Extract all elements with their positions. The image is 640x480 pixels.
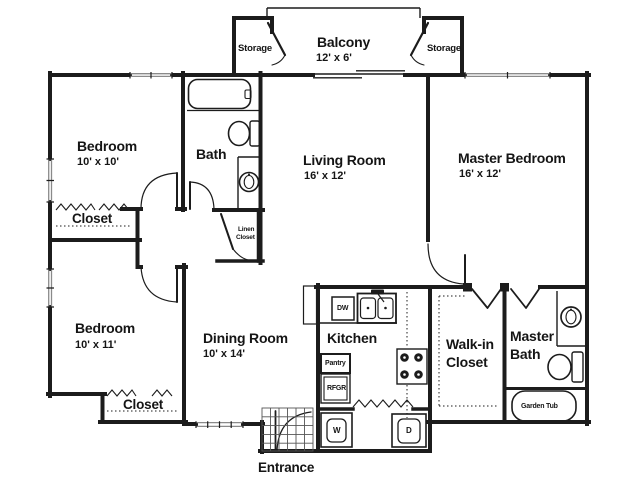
dishwasher-box [331,296,355,321]
bath-sink-icon [237,156,260,209]
walls [46,16,591,454]
storage-right-door [409,21,430,66]
bar-counter [302,285,318,325]
windows [46,72,551,428]
entrance-tile-floor [261,407,314,452]
balcony-dims: 12' x 6' [316,52,352,64]
master-bath-fixtures [511,291,587,422]
closet-rod-symbols [55,203,414,408]
dishwasher-label: DW [337,305,349,312]
dryer-label: D [406,426,412,435]
washer-box [320,412,353,448]
garden-tub-icon [511,390,577,422]
storage-left-label: Storage [238,43,272,54]
closet-bedroom2-label: Closet [123,397,164,412]
bedroom1-dims: 10' x 10' [77,156,119,168]
bedroom1-label: Bedroom [77,138,138,154]
linen-closet-label-2: Closet [236,234,255,241]
walk-in-closet-label-1: Walk-in [446,336,494,352]
kitchen-fixtures [302,285,428,448]
bedroom2-door [140,266,178,303]
storage-left-door [266,21,287,66]
dryer-box [391,413,427,448]
living-room-label: Living Room [303,152,386,168]
kitchen-sink-icon [356,289,397,324]
closet-bedroom1-label: Closet [72,211,113,226]
bathtub-icon [187,78,252,110]
bath-label: Bath [196,146,227,162]
linen-closet-door [220,213,249,261]
master-bath-label-1: Master [510,328,554,344]
entrance-label: Entrance [258,460,315,475]
refrigerator-label: RFGR [327,385,347,392]
master-toilet-icon [547,351,584,383]
dining-room-dims: 10' x 14' [203,348,245,360]
master-bedroom-door [427,243,466,286]
kitchen-label: Kitchen [327,330,377,346]
garden-tub-label: Garden Tub [521,403,558,410]
master-bedroom-label: Master Bedroom [458,150,566,166]
master-bath-door [510,288,540,309]
bedroom2-label: Bedroom [75,320,136,336]
doors [140,21,540,451]
master-bath-label-2: Bath [510,346,541,362]
living-room-dims: 16' x 12' [304,170,346,182]
storage-right-label: Storage [427,43,461,54]
master-sink-icon [556,291,587,347]
bedroom1-door [140,172,178,210]
balcony-railing [266,7,421,18]
balcony-sliding-door [313,70,405,79]
pantry-box [320,353,351,374]
walk-in-closet-label-2: Closet [446,354,488,370]
stove-icon [396,348,428,385]
walk-in-closet-door [471,288,502,309]
linen-closet-label-1: Linen [238,226,255,233]
bath-door [189,181,215,210]
pantry-label: Pantry [325,360,346,367]
balcony-label: Balcony [317,34,371,50]
master-bedroom-dims: 16' x 12' [459,168,501,180]
bath-fixtures [187,78,261,209]
dining-room-label: Dining Room [203,330,288,346]
closet-shelf-dotted [56,225,498,418]
refrigerator-box [320,373,351,404]
washer-label: W [333,426,341,435]
toilet-icon [227,120,261,147]
bedroom2-dims: 10' x 11' [75,339,117,351]
